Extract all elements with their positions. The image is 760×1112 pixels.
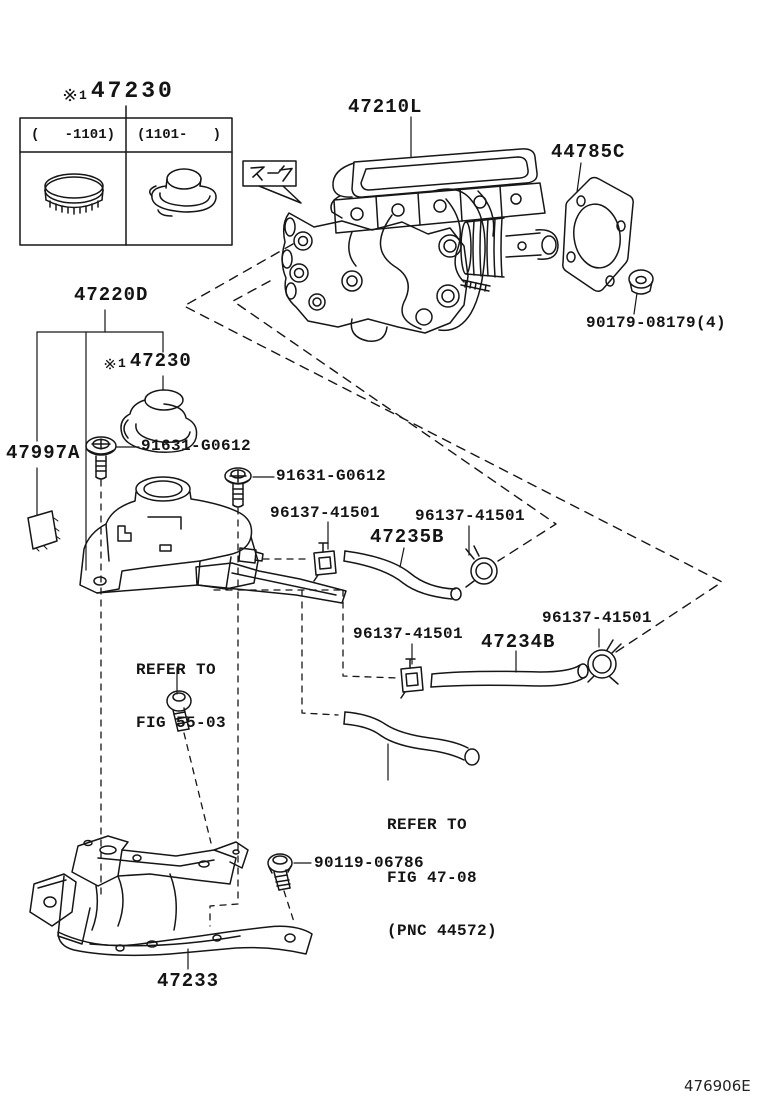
reservoir-bolt-lower-drawing bbox=[224, 467, 275, 508]
refer-line: FIG 55-03 bbox=[136, 714, 227, 732]
reference-mark-icon bbox=[63, 88, 77, 102]
callout-clamp-hose2-left: 96137-41501 bbox=[353, 625, 464, 643]
alignment-dashed-lines bbox=[100, 479, 399, 927]
bracket-bolt-90119-drawing bbox=[267, 853, 312, 891]
note-index: 1 bbox=[118, 356, 126, 371]
refer-line: REFER TO bbox=[136, 661, 217, 679]
hose-clamp-round-2-drawing bbox=[465, 525, 498, 588]
reservoir-cap-drawing bbox=[120, 389, 198, 453]
reservoir-tank-drawing bbox=[79, 476, 347, 604]
mark-kana-icon bbox=[250, 165, 293, 182]
reservoir-assembly-tree bbox=[36, 309, 164, 571]
part-number-cap: 47230 bbox=[90, 78, 175, 104]
callout-clamp-hose1-right: 96137-41501 bbox=[415, 507, 526, 525]
mounting-bracket-drawing bbox=[29, 835, 313, 970]
callout-clamp-reservoir: 96137-41501 bbox=[270, 504, 381, 522]
refer-line: REFER TO bbox=[387, 816, 468, 834]
cap-style-a-drawing bbox=[44, 173, 104, 215]
booster-gasket-drawing bbox=[562, 162, 634, 293]
variant-range-right: (1101- ) bbox=[136, 127, 221, 143]
mounting-nut-drawing bbox=[628, 269, 654, 315]
note-index: 1 bbox=[79, 88, 87, 103]
refer-fig-47-note: REFER TO FIG 47-08 (PNC 44572) bbox=[387, 783, 497, 958]
mark-callout-box bbox=[242, 160, 302, 204]
hose-clamp-round-4-drawing bbox=[587, 628, 622, 685]
callout-actuator-nut: 90179-08179(4) bbox=[586, 314, 727, 332]
name-plate-drawing bbox=[27, 510, 61, 552]
callout-bracket-bolt: 90119-06786 bbox=[314, 854, 425, 872]
callout-hose-lower: 47234B bbox=[481, 631, 556, 653]
callout-bracket: 47233 bbox=[157, 970, 220, 992]
part-number-cap: 47230 bbox=[129, 350, 192, 372]
callout-name-plate: 47997A bbox=[6, 442, 81, 464]
refer-line: FIG 47-08 bbox=[387, 869, 478, 887]
figure-code: 476906E bbox=[684, 1077, 751, 1095]
callout-cap-variant: 1 47230 bbox=[63, 80, 175, 103]
callout-hose-upper: 47235B bbox=[370, 526, 445, 548]
hose-clamp-square-1-drawing bbox=[313, 521, 337, 582]
hose-upper-drawing bbox=[343, 547, 462, 601]
callout-reservoir-assembly: 47220D bbox=[74, 284, 149, 306]
cap-style-b-drawing bbox=[149, 168, 217, 217]
bracket-bolt-55-drawing bbox=[166, 666, 192, 732]
brake-actuator-drawing bbox=[281, 148, 559, 342]
reference-mark-icon bbox=[104, 358, 116, 370]
refer-line: (PNC 44572) bbox=[387, 922, 498, 940]
callout-clamp-hose2-right: 96137-41501 bbox=[542, 609, 653, 627]
callout-gasket: 44785C bbox=[551, 141, 626, 163]
hose-clamp-square-3-drawing bbox=[400, 643, 424, 699]
hose-fig47-drawing bbox=[343, 711, 480, 781]
cap-variant-table bbox=[19, 105, 233, 246]
callout-actuator: 47210L bbox=[348, 96, 423, 118]
hose-lower-drawing bbox=[430, 650, 589, 688]
reservoir-bolt-upper-drawing bbox=[85, 436, 140, 480]
callout-reservoir-cap: 1 47230 bbox=[104, 352, 192, 371]
refer-fig-55-note: REFER TO FIG 55-03 bbox=[136, 628, 226, 750]
callout-reservoir-bolt-upper: 91631-G0612 bbox=[141, 437, 252, 455]
assembly-dashed-lines bbox=[183, 243, 723, 655]
callout-reservoir-bolt-lower: 91631-G0612 bbox=[276, 467, 387, 485]
variant-range-left: ( -1101) bbox=[30, 127, 115, 143]
